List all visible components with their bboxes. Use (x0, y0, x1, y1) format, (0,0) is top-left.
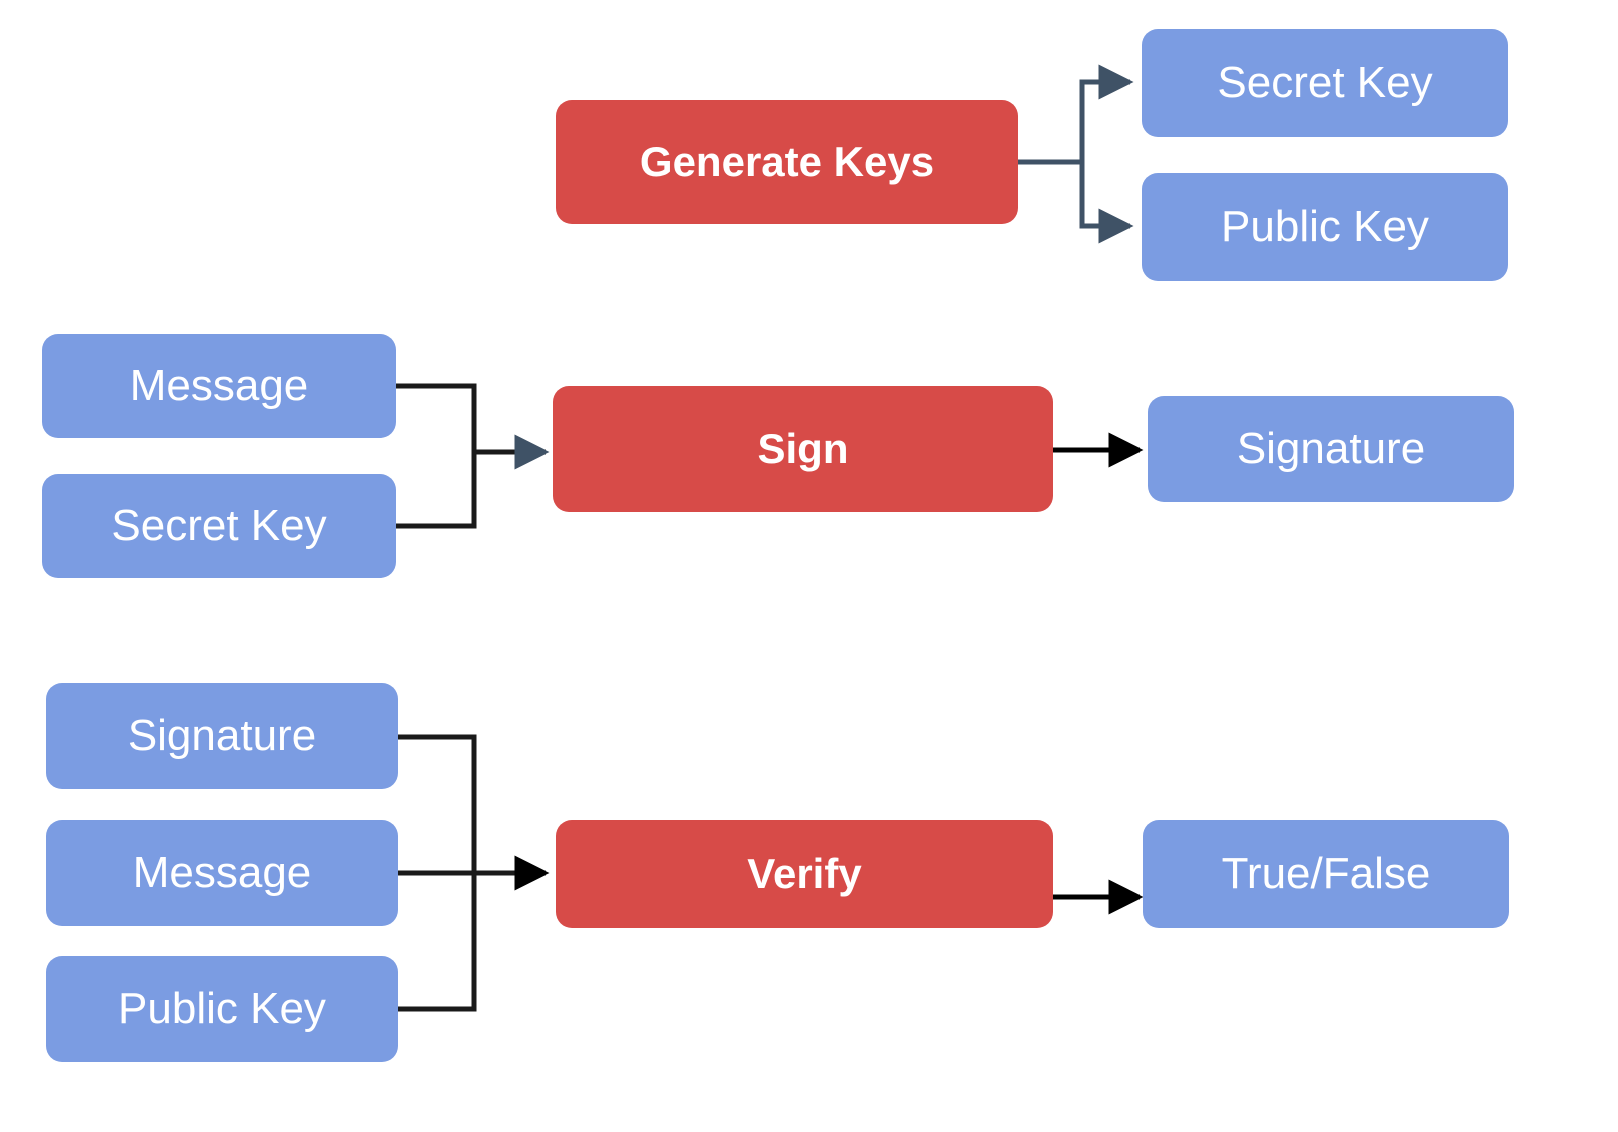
node-secret-key-output[interactable]: Secret Key (1142, 29, 1508, 137)
node-verify-label: Verify (747, 849, 862, 897)
edge-verify-inputs (398, 734, 550, 1012)
node-sign-input-secret-key[interactable]: Secret Key (42, 474, 396, 578)
node-generate-keys-label: Generate Keys (639, 137, 935, 185)
edge-sign-inputs (394, 383, 550, 529)
node-sign-input-message-label: Message (129, 360, 309, 410)
node-true-false-output[interactable]: True/False (1143, 820, 1509, 928)
node-true-false-output-label: True/False (1221, 848, 1431, 898)
node-verify-input-message-label: Message (132, 847, 312, 897)
node-signature-output-label: Signature (1236, 423, 1426, 473)
edge-generate-keys-split (1018, 64, 1134, 244)
node-verify-input-message[interactable]: Message (46, 820, 398, 926)
node-public-key-output[interactable]: Public Key (1142, 173, 1508, 281)
node-sign[interactable]: Sign (553, 386, 1053, 512)
node-public-key-output-label: Public Key (1221, 201, 1429, 251)
node-signature-output[interactable]: Signature (1148, 396, 1514, 502)
node-verify-input-signature[interactable]: Signature (46, 683, 398, 789)
node-verify-input-public-key-label: Public Key (118, 983, 326, 1033)
node-verify-input-public-key[interactable]: Public Key (46, 956, 398, 1062)
node-secret-key-output-label: Secret Key (1217, 57, 1433, 107)
node-sign-label: Sign (757, 424, 849, 472)
node-sign-input-secret-key-label: Secret Key (111, 500, 327, 550)
node-verify-input-signature-label: Signature (127, 710, 317, 760)
node-sign-input-message[interactable]: Message (42, 334, 396, 438)
node-generate-keys[interactable]: Generate Keys (556, 100, 1018, 224)
node-verify[interactable]: Verify (556, 820, 1053, 928)
